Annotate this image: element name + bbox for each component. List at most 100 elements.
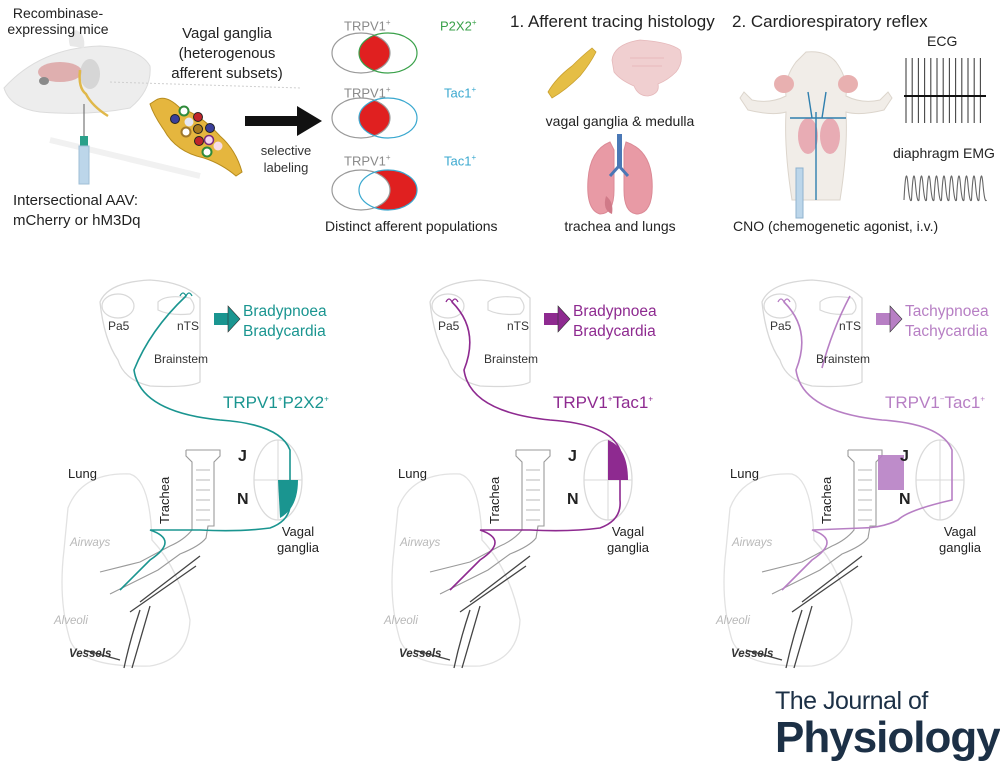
brainstem-outline [761, 279, 863, 388]
vessels-outline [413, 555, 531, 669]
panel-diagram [723, 279, 965, 669]
mouse-label-line2: expressing mice [7, 21, 109, 37]
section1-title: 1. Afferent tracing histology [510, 12, 715, 31]
panel-diagram [391, 279, 633, 669]
emg-trace [903, 175, 987, 202]
journal-logo-line1: The Journal of [775, 687, 928, 715]
venn-caption: Distinct afferent populations [325, 218, 498, 234]
brainstem-label: Brainstem [816, 352, 871, 366]
trachea-outline [761, 449, 883, 595]
venn-3-left-label: TRPV1+ [344, 153, 391, 169]
vessels-label: Vessels [69, 648, 112, 660]
effect-arrow-icon [876, 305, 903, 333]
vessels-outline [745, 555, 863, 669]
effect-arrow-icon [544, 305, 571, 333]
ganglion-j-fill [608, 440, 628, 480]
terminal-icon [179, 292, 193, 298]
medulla-icon [611, 39, 682, 97]
venn-1-left-label: TRPV1+ [344, 18, 391, 34]
vessels-outline [83, 555, 201, 669]
response-cardiac: Bradycardia [243, 323, 326, 340]
section2-title: 2. Cardiorespiratory reflex [732, 12, 928, 31]
mouse-eye-icon [39, 77, 49, 85]
nts-label: nTS [177, 319, 200, 333]
mouse-brain-icon [38, 62, 82, 82]
arrow-label-line2: labeling [263, 160, 309, 175]
lung-outline [61, 473, 191, 667]
aav-label-line2: mCherry or hM3Dq [13, 212, 141, 229]
response-label: Bradypnoea Bradycardia [243, 302, 327, 342]
afferent-fiber [119, 295, 291, 591]
nts-label: nTS [839, 319, 862, 333]
alveoli-label: Alveoli [384, 615, 418, 627]
afferent-fiber-branch [821, 295, 851, 369]
ganglia-label: Vagal ganglia (heterogenous afferent sub… [152, 24, 302, 84]
j-label: J [238, 448, 247, 465]
response-cardiac: Bradycardia [573, 323, 656, 340]
vagal-ganglia-label: Vagal ganglia [277, 524, 319, 555]
trachea-label: Trachea [157, 476, 172, 524]
response-respiratory: Bradypnoea [243, 303, 327, 320]
j-label: J [900, 448, 909, 465]
brainstem-label: Brainstem [484, 352, 539, 366]
lungs-icon [587, 134, 653, 215]
alveoli-label: Alveoli [716, 615, 750, 627]
venn-2 [331, 97, 418, 139]
lung-label: Lung [68, 466, 97, 481]
airways-label: Airways [400, 537, 441, 549]
pa5-label: Pa5 [108, 319, 130, 333]
venn-2-left-label: TRPV1+ [344, 85, 391, 101]
ecg-trace [904, 58, 986, 123]
journal-logo-line2: Physiology [775, 713, 1000, 762]
response-cardiac: Tachycardia [905, 323, 988, 340]
mouse-head-icon [3, 45, 151, 114]
panel-diagram [61, 279, 303, 669]
mouse-label: Recombinase- expressing mice [0, 5, 116, 37]
trachea-outline [99, 449, 221, 595]
trachea-outline [429, 449, 551, 595]
pa5-label: Pa5 [438, 319, 460, 333]
vessels-label: Vessels [731, 648, 774, 660]
histology-item-trachea-lungs: trachea and lungs [564, 218, 676, 234]
venn-3-right-label: Tac1+ [444, 153, 477, 169]
ganglion-jn-fill [878, 455, 904, 490]
mouse-supine-icon [739, 51, 893, 219]
arrow-label-line1: selective [260, 143, 312, 158]
journal-logo: The Journal of Physiology [775, 688, 1000, 762]
j-label: J [568, 448, 577, 465]
syringe-barrel-icon [78, 145, 90, 185]
afferent-fiber [449, 301, 621, 591]
airways-label: Airways [70, 537, 111, 549]
histology-item-ganglia-medulla: vagal ganglia & medulla [545, 113, 695, 129]
ganglia-label-line3: afferent subsets) [171, 65, 283, 82]
airways-label: Airways [732, 537, 773, 549]
nts-label: nTS [507, 319, 530, 333]
population-label: TRPV1+Tac1+ [553, 393, 654, 412]
arrow-label: selective labeling [246, 142, 326, 176]
alveoli-label: Alveoli [54, 615, 88, 627]
brainstem-outline [429, 279, 531, 388]
mouse-label-line1: Recombinase- [12, 5, 104, 21]
aav-label-line1: Intersectional AAV: [13, 192, 139, 209]
venn-1-right-label: P2X2+ [440, 18, 477, 34]
trachea-label: Trachea [487, 476, 502, 524]
effect-arrow-icon [214, 305, 241, 333]
ecg-label: ECG [927, 33, 958, 49]
trachea-label: Trachea [819, 476, 834, 524]
ganglion-icon [547, 47, 597, 99]
venn-3 [331, 169, 418, 211]
n-label: N [567, 491, 579, 508]
response-label: Tachypnoea Tachycardia [905, 302, 989, 342]
n-label: N [899, 491, 911, 508]
vagal-ganglia-label: Vagal ganglia [607, 524, 649, 555]
vagal-ganglia-label: Vagal ganglia [939, 524, 981, 555]
emg-label: diaphragm EMG [893, 145, 995, 161]
response-respiratory: Tachypnoea [905, 303, 989, 320]
n-label: N [237, 491, 249, 508]
venn-1 [331, 32, 418, 74]
pa5-label: Pa5 [770, 319, 792, 333]
